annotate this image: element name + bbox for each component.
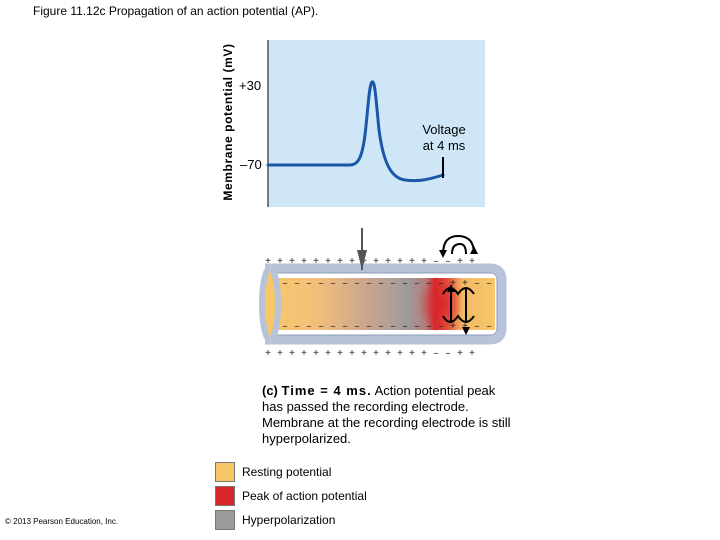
outer-charges-bottom: + + + + + + + + + + + + + + – – + + bbox=[265, 349, 475, 360]
voltage-note-line1: Voltage bbox=[422, 122, 466, 137]
legend-label-resting: Resting potential bbox=[242, 465, 332, 479]
caption-lead: Time = 4 ms. bbox=[281, 383, 372, 398]
current-arrow-outer-top bbox=[442, 234, 475, 255]
axon-diagram: + + + + + + + + + + + + + + – – + + – – … bbox=[259, 228, 507, 360]
axon-membrane bbox=[265, 263, 507, 345]
figure-caption: (c) Time = 4 ms. Action potential peak h… bbox=[262, 383, 512, 447]
copyright-notice: © 2013 Pearson Education, Inc. bbox=[5, 517, 119, 526]
caption-tag: (c) bbox=[262, 383, 278, 398]
plot-area bbox=[268, 40, 485, 207]
voltage-note: Voltage at 4 ms bbox=[411, 122, 477, 154]
voltage-note-line2: at 4 ms bbox=[422, 138, 466, 153]
legend-label-hyperpolarization: Hyperpolarization bbox=[242, 513, 336, 527]
current-arrow-inner-top bbox=[442, 287, 475, 296]
legend-swatch-resting bbox=[215, 462, 235, 482]
local-current-arrows bbox=[442, 234, 475, 323]
tick-label-plus30: +30 bbox=[239, 78, 262, 93]
legend-label-peak: Peak of action potential bbox=[242, 489, 367, 503]
inner-charges-top: – – – – – – – – – – – – – – + + – – bbox=[282, 279, 492, 290]
legend-swatch-hyperpolarization bbox=[215, 510, 235, 530]
current-arrowheads bbox=[439, 246, 478, 335]
tick-label-minus70: –70 bbox=[240, 157, 262, 172]
axon-cut-end bbox=[259, 265, 281, 343]
current-arrow-outer-top-small bbox=[451, 242, 467, 255]
caption-text: Action potential peak has passed the rec… bbox=[262, 383, 511, 446]
legend-swatch-peak bbox=[215, 486, 235, 506]
electrode-tip bbox=[357, 250, 367, 270]
inner-charges-bottom: – – – – – – – – – – – – – – + + – – bbox=[282, 322, 492, 333]
current-arrow-inner-bottom bbox=[442, 314, 475, 323]
action-potential-trace bbox=[266, 80, 445, 183]
outer-charges-top: + + + + + + + + + + + + + + – – + + bbox=[265, 257, 475, 268]
y-axis-label: Membrane potential (mV) bbox=[221, 43, 235, 201]
axon-membrane-inner-edge bbox=[265, 272, 498, 336]
figure-title: Figure 11.12c Propagation of an action p… bbox=[33, 4, 319, 18]
membrane-potential-graph bbox=[266, 40, 445, 207]
